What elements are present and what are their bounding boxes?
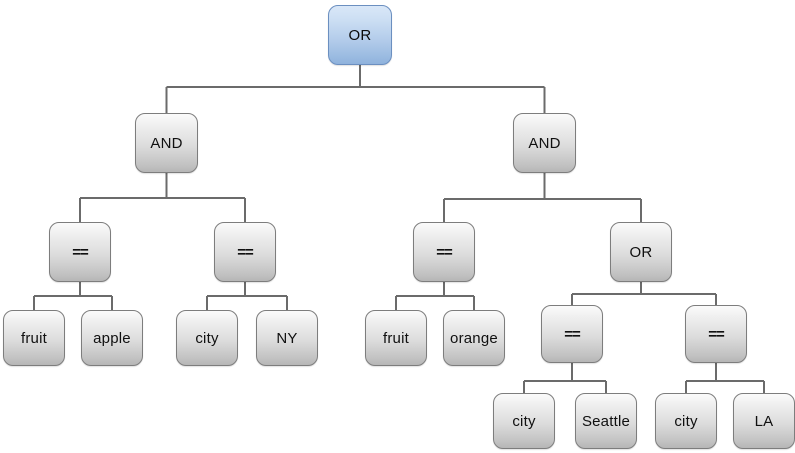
tree-node-label: == bbox=[564, 325, 581, 343]
tree-node-n14[interactable]: == bbox=[685, 305, 747, 363]
tree-node-label: == bbox=[436, 243, 453, 261]
tree-node-label: LA bbox=[754, 412, 774, 430]
tree-node-label: orange bbox=[450, 329, 498, 347]
tree-node-n6[interactable]: OR bbox=[610, 222, 672, 282]
tree-node-n4[interactable]: == bbox=[214, 222, 276, 282]
tree-node-n11[interactable]: fruit bbox=[365, 310, 427, 366]
tree-node-label: NY bbox=[276, 329, 298, 347]
tree-node-label: OR bbox=[348, 26, 372, 44]
tree-node-n2[interactable]: AND bbox=[513, 113, 576, 173]
tree-node-n12[interactable]: orange bbox=[443, 310, 505, 366]
tree-node-n13[interactable]: == bbox=[541, 305, 603, 363]
tree-node-label: == bbox=[708, 325, 725, 343]
tree-node-label: city bbox=[195, 329, 219, 347]
tree-node-n9[interactable]: city bbox=[176, 310, 238, 366]
tree-node-n0[interactable]: OR bbox=[328, 5, 392, 65]
tree-node-n7[interactable]: fruit bbox=[3, 310, 65, 366]
tree-node-label: fruit bbox=[382, 329, 409, 347]
tree-node-n10[interactable]: NY bbox=[256, 310, 318, 366]
tree-node-n8[interactable]: apple bbox=[81, 310, 143, 366]
tree-node-label: city bbox=[512, 412, 536, 430]
tree-node-label: AND bbox=[150, 134, 183, 152]
tree-node-n16[interactable]: Seattle bbox=[575, 393, 637, 449]
tree-node-label: city bbox=[674, 412, 698, 430]
tree-node-label: AND bbox=[528, 134, 561, 152]
tree-node-n1[interactable]: AND bbox=[135, 113, 198, 173]
tree-node-label: Seattle bbox=[581, 412, 631, 430]
tree-node-n18[interactable]: LA bbox=[733, 393, 795, 449]
tree-node-n5[interactable]: == bbox=[413, 222, 475, 282]
tree-node-n3[interactable]: == bbox=[49, 222, 111, 282]
tree-node-label: == bbox=[237, 243, 254, 261]
tree-node-n15[interactable]: city bbox=[493, 393, 555, 449]
tree-node-label: fruit bbox=[20, 329, 47, 347]
tree-node-n17[interactable]: city bbox=[655, 393, 717, 449]
tree-node-label: == bbox=[72, 243, 89, 261]
tree-node-label: OR bbox=[629, 243, 653, 261]
tree-node-label: apple bbox=[93, 329, 131, 347]
